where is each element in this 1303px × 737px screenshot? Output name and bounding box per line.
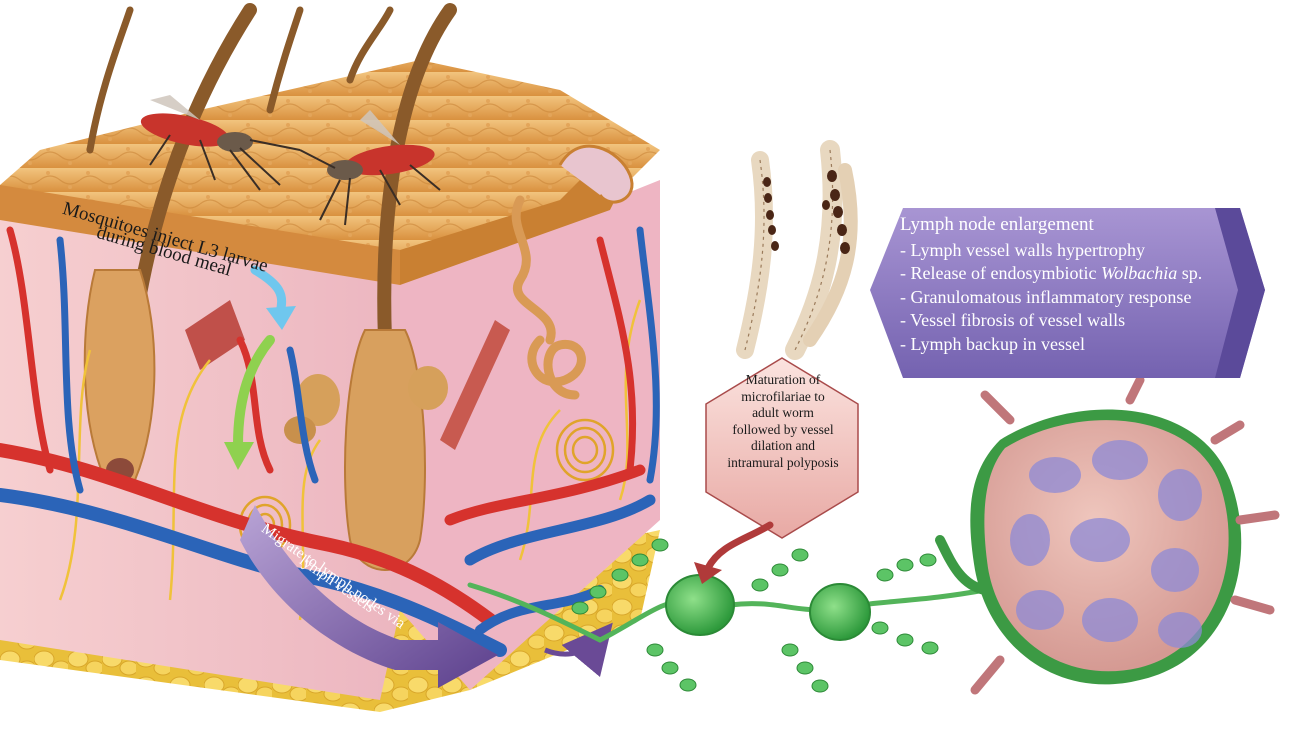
maturation-line: Maturation of [710, 372, 856, 389]
maturation-line: dilation and [710, 438, 856, 455]
enlargement-item: - Vessel fibrosis of vessel walls [900, 309, 1260, 332]
maturation-line: followed by vessel [710, 422, 856, 439]
enlargement-item: - Lymph vessel walls hypertrophy [900, 239, 1260, 262]
maturation-line: intramural polyposis [710, 455, 856, 472]
lymph-valve-swelling [810, 584, 870, 640]
maturation-line: adult worm [710, 405, 856, 422]
enlargement-item: - Granulomatous inflammatory response [900, 286, 1260, 309]
maturation-arrow [708, 525, 770, 568]
enlargement-title: Lymph node enlargement [900, 214, 1260, 236]
enlargement-text: Lymph node enlargement - Lymph vessel wa… [900, 214, 1260, 356]
lymph-node [940, 380, 1275, 690]
enlargement-item: - Release of endosymbiotic Wolbachia sp. [900, 262, 1260, 285]
enlargement-item: - Lymph backup in vessel [900, 333, 1260, 356]
lymph-valve-swelling [666, 575, 734, 635]
maturation-line: microfilariae to [710, 389, 856, 406]
adult-worm-sketch [745, 150, 851, 350]
maturation-text: Maturation of microfilariae to adult wor… [710, 372, 856, 472]
